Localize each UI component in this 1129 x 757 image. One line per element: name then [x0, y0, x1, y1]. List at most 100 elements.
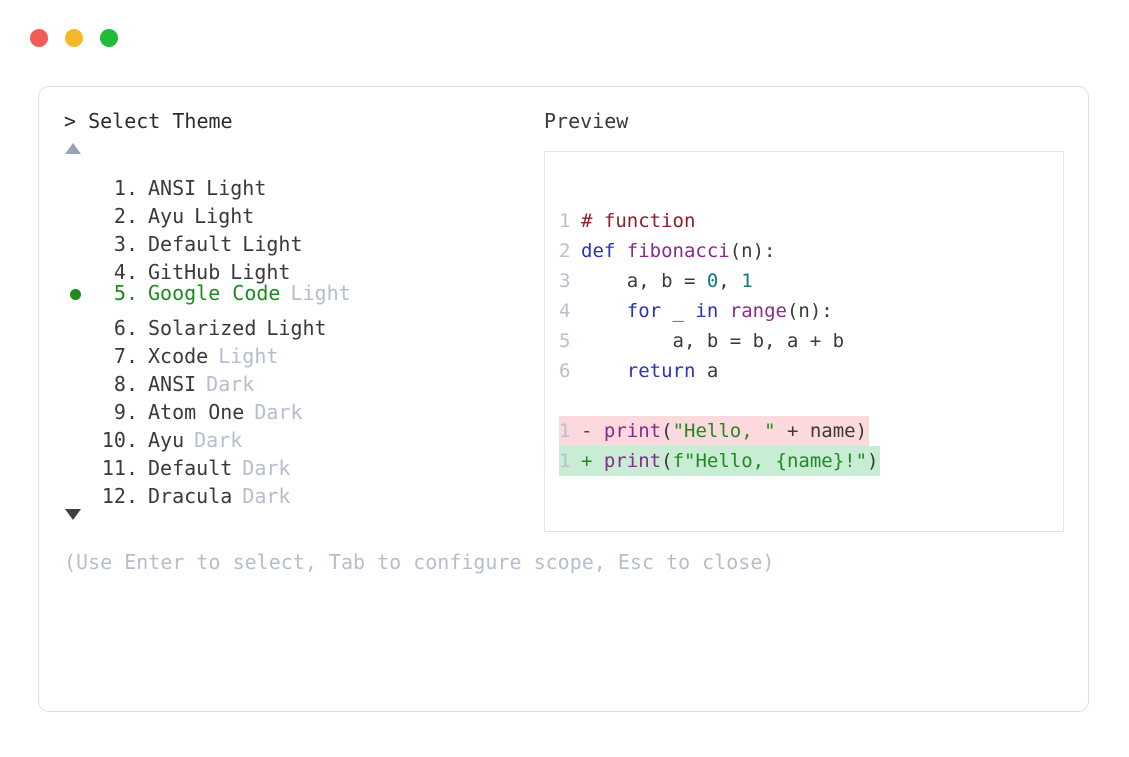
close-button[interactable]	[30, 29, 48, 47]
code-token: print	[603, 420, 662, 442]
theme-variant: Dark	[194, 428, 243, 452]
selection-bullet-cell	[64, 363, 92, 391]
code-token	[592, 450, 603, 472]
selection-bullet-cell	[64, 281, 92, 309]
prompt-heading: > Select Theme	[64, 109, 233, 133]
theme-index: 12.	[101, 484, 138, 508]
code-line-text: # function	[581, 206, 695, 236]
selection-bullet-cell	[64, 335, 92, 363]
scroll-up-icon[interactable]	[65, 143, 81, 154]
code-token: a, b =	[581, 270, 707, 292]
code-line: 6 return a	[559, 356, 1059, 386]
selected-bullet-icon	[70, 289, 81, 300]
theme-name: Default	[148, 456, 233, 480]
line-number: 1	[559, 446, 581, 476]
line-number: 4	[559, 300, 571, 322]
theme-index: 3.	[101, 232, 138, 256]
theme-variant: Light	[206, 176, 267, 200]
code-token: in	[695, 300, 719, 322]
theme-list-item[interactable]: 11. Default Dark	[64, 447, 544, 480]
selection-bullet-cell	[64, 167, 92, 195]
theme-variant: Light	[218, 344, 279, 368]
window-traffic-lights	[30, 29, 118, 47]
code-token: print	[603, 450, 662, 472]
code-token: (	[661, 450, 673, 472]
diff-line-text: + print(f"Hello, {name}!")	[581, 446, 881, 476]
theme-name: Dracula	[148, 484, 233, 508]
code-token: "Hello, "	[672, 420, 776, 442]
maximize-button[interactable]	[100, 29, 118, 47]
code-line-text: def fibonacci(n):	[581, 236, 775, 266]
theme-list-item[interactable]: 4. GitHub Light	[64, 251, 544, 284]
theme-index: 8.	[101, 372, 138, 396]
theme-name: GitHub	[148, 260, 221, 284]
theme-variant: Light	[230, 260, 291, 284]
code-line: 3 a, b = 0, 1	[559, 266, 1059, 296]
theme-variant: Dark	[242, 456, 291, 480]
scroll-down-icon[interactable]	[65, 509, 81, 520]
preview-column: Preview 1 # function 2 def fibonacci(n):3 a…	[544, 109, 1068, 532]
code-line: 1 # function	[559, 206, 1059, 236]
code-token: fibonacci	[626, 240, 730, 262]
selection-bullet-cell	[64, 447, 92, 475]
line-number: 1	[559, 210, 571, 232]
code-line-text: a, b = 0, 1	[581, 266, 753, 296]
selection-bullet-cell	[64, 223, 92, 251]
theme-index: 11.	[101, 456, 138, 480]
code-token: # function	[581, 210, 696, 232]
theme-index: 10.	[101, 428, 138, 452]
code-line-text: return a	[581, 356, 719, 386]
code-token: a, b = b, a + b	[581, 330, 845, 352]
code-token: return	[626, 360, 696, 382]
minimize-button[interactable]	[65, 29, 83, 47]
code-token: + name)	[775, 420, 868, 442]
theme-name: Xcode	[148, 344, 209, 368]
code-line: 5 a, b = b, a + b	[559, 326, 1059, 356]
selection-bullet-cell	[64, 307, 92, 335]
diff-marker: +	[581, 450, 593, 472]
theme-variant: Light	[194, 204, 255, 228]
theme-list-item[interactable]: 12. Dracula Dark	[64, 475, 544, 508]
theme-name: ANSI	[148, 176, 197, 200]
theme-index: 1.	[101, 176, 138, 200]
selection-bullet-cell	[64, 391, 92, 419]
code-token: 1	[741, 270, 753, 292]
theme-name: Default	[148, 232, 233, 256]
code-token: (n):	[786, 300, 833, 322]
code-token: range	[729, 300, 787, 322]
line-number: 2	[559, 240, 571, 262]
code-token: (n):	[729, 240, 776, 262]
diff-marker: -	[581, 420, 593, 442]
theme-list-item[interactable]: 7. Xcode Light	[64, 335, 544, 368]
preview-title: Preview	[544, 109, 629, 133]
theme-index: 5.	[101, 281, 138, 305]
code-token: )	[867, 450, 879, 472]
theme-index: 4.	[101, 260, 138, 284]
code-token	[592, 420, 603, 442]
code-token: f"Hello, {name}!"	[672, 450, 868, 472]
theme-name: Ayu	[148, 428, 185, 452]
theme-variant: Light	[290, 281, 351, 305]
theme-list-item[interactable]: 10. Ayu Dark	[64, 419, 544, 452]
code-line-text: for _ in range(n):	[581, 296, 833, 326]
theme-variant: Light	[266, 316, 327, 340]
theme-name: Atom One	[148, 400, 245, 424]
theme-list-item[interactable]: 1. ANSI Light	[64, 167, 544, 200]
code-token: 0	[706, 270, 719, 292]
theme-variant: Dark	[206, 372, 255, 396]
code-line: 2 def fibonacci(n):	[559, 236, 1059, 266]
theme-index: 6.	[101, 316, 138, 340]
line-number: 6	[559, 360, 571, 382]
code-line-text: a, b = b, a + b	[581, 326, 845, 356]
line-number: 5	[559, 330, 571, 352]
theme-index: 7.	[101, 344, 138, 368]
theme-variant: Dark	[242, 484, 291, 508]
